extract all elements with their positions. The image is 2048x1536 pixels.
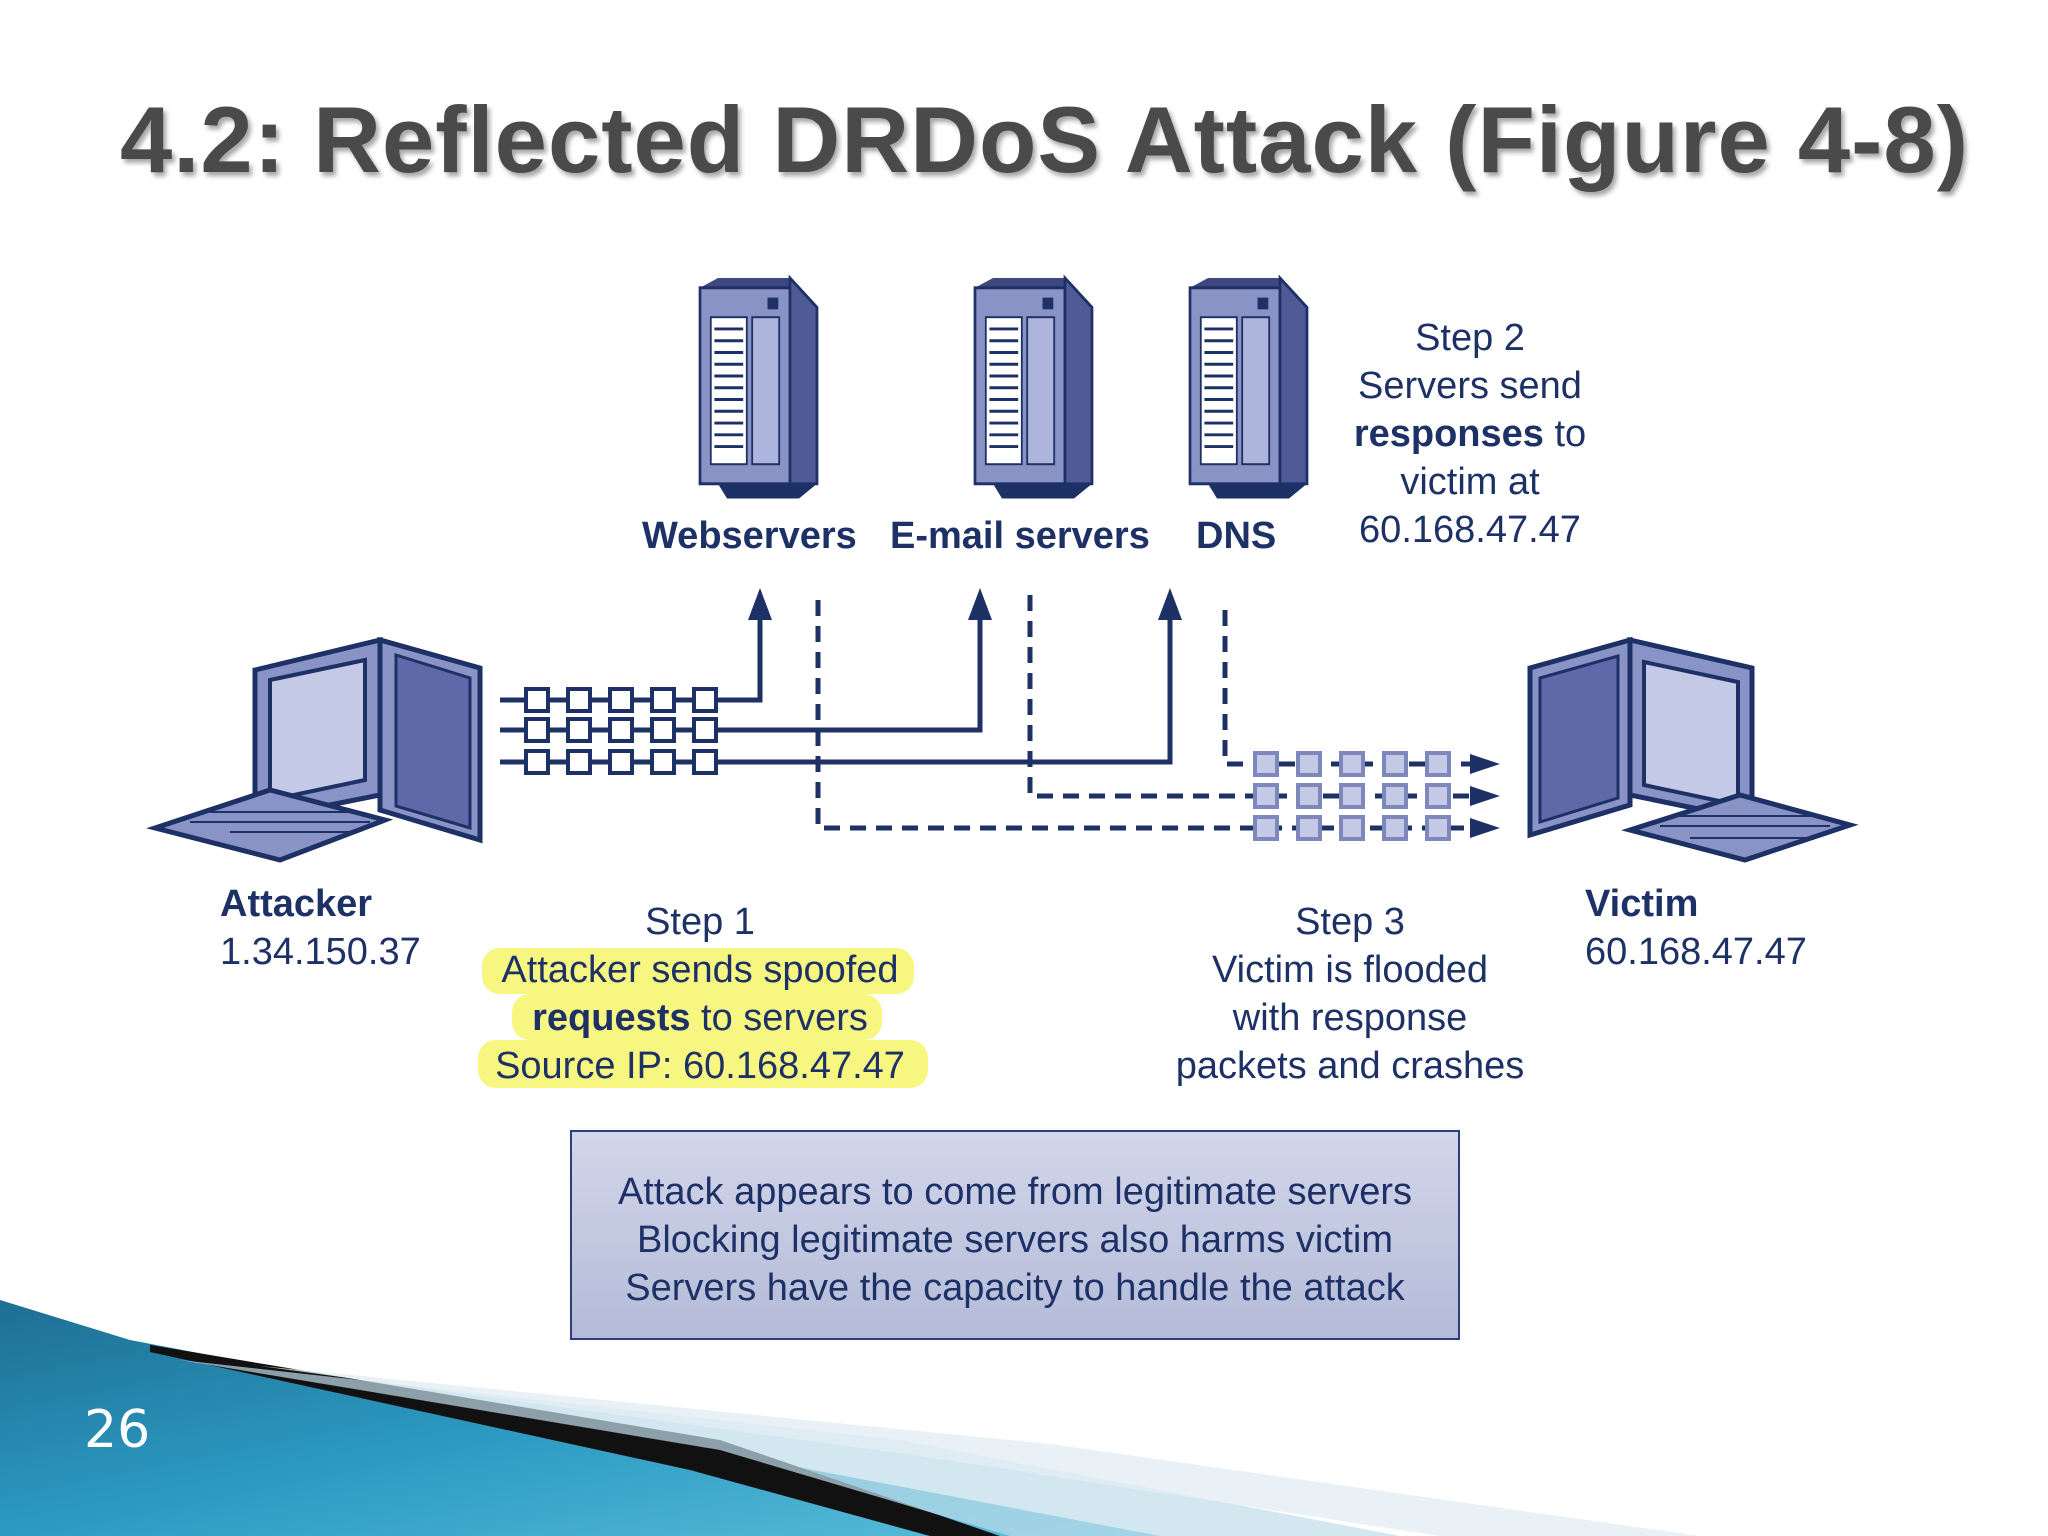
step1-line3: requests to servers	[450, 994, 950, 1042]
step3-line3: with response	[1232, 997, 1468, 1039]
step2-responses-bold: responses	[1353, 413, 1544, 455]
note-line-2: Blocking legitimate servers also harms v…	[636, 1219, 1393, 1261]
attacker-computer-icon	[146, 636, 483, 863]
victim-label: Victim	[1585, 883, 1699, 925]
webservers-label: Webservers	[642, 515, 857, 557]
step2-line2: Servers send	[1358, 365, 1582, 407]
step1-highlight-3	[478, 1040, 928, 1088]
step1-highlight-1	[482, 948, 914, 994]
request-arrows	[500, 610, 1173, 765]
note-line-1: Attack appears to come from legitimate s…	[617, 1171, 1413, 1213]
step1-line4: Source IP: 60.168.47.47	[495, 1045, 905, 1087]
attacker-ip: 1.34.150.37	[220, 931, 421, 973]
slide-title: 4.2: Reflected DRDoS Attack (Figure 4-8)	[120, 87, 1969, 192]
response-arrowheads	[1470, 754, 1500, 838]
step2-line3: responses to	[1330, 410, 1610, 458]
step1-requests-bold: requests	[532, 997, 691, 1039]
step2-text: Step 2 Servers send responses to victim …	[1330, 314, 1610, 554]
summary-note-box: Attack appears to come from legitimate s…	[570, 1130, 1460, 1340]
step2-line5: 60.168.47.47	[1359, 509, 1581, 551]
note-line-3: Servers have the capacity to handle the …	[625, 1267, 1405, 1309]
step3-line1: Step 3	[1295, 901, 1405, 943]
attacker-label: Attacker	[220, 883, 373, 925]
victim-ip: 60.168.47.47	[1585, 931, 1807, 973]
step2-line4: victim at	[1400, 461, 1540, 503]
victim-computer-icon	[1527, 636, 1859, 863]
step3-line4: packets and crashes	[1175, 1045, 1525, 1087]
step1-line3-rest: to servers	[690, 997, 868, 1039]
step2-line3-rest: to	[1543, 413, 1587, 455]
step1-line2: Attacker sends spoofed	[501, 949, 899, 991]
email-servers-label: E-mail servers	[890, 515, 1150, 557]
step1-highlight-2	[512, 994, 882, 1040]
webserver-icon	[698, 276, 819, 500]
step1-line1: Step 1	[645, 901, 755, 943]
dns-server-icon	[1188, 276, 1309, 500]
step3-text: Step 3 Victim is flooded with response p…	[1150, 898, 1550, 1090]
email-server-icon	[973, 276, 1094, 500]
request-arrowheads	[748, 588, 1182, 620]
response-lines	[815, 595, 1480, 831]
step2-line1: Step 2	[1415, 317, 1525, 359]
dns-label: DNS	[1196, 515, 1277, 557]
step1-text: Step 1 Attacker sends spoofed requests t…	[450, 898, 950, 1090]
page-number: 26	[84, 1400, 151, 1460]
step3-line2: Victim is flooded	[1212, 949, 1488, 991]
